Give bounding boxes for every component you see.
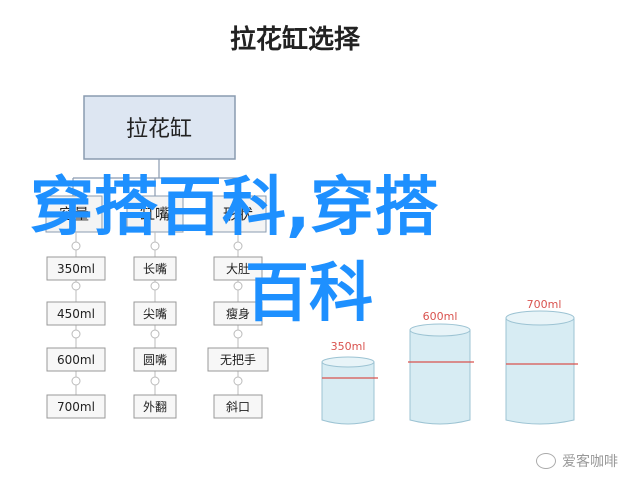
- item-capacity-4: 700ml: [57, 400, 95, 414]
- diagram-title: 拉花缸选择: [230, 24, 361, 55]
- item-spout-2: 尖嘴: [143, 307, 167, 321]
- item-capacity-3: 600ml: [57, 353, 95, 367]
- wechat-icon: [536, 453, 556, 469]
- category-box-shape: [209, 195, 267, 233]
- root-label: 拉花缸: [126, 117, 192, 142]
- cup-label-350: 350ml: [331, 340, 366, 353]
- category-label-capacity: 容量: [59, 205, 89, 223]
- category-box-spout: [126, 195, 184, 233]
- item-spout-3: 圆嘴: [143, 353, 167, 367]
- category-label-shape: 形状: [223, 205, 253, 223]
- item-shape-2: 瘦身: [226, 306, 250, 321]
- item-capacity-1: 350ml: [57, 262, 95, 276]
- cup-600: [408, 323, 474, 425]
- item-boxes: [46, 256, 269, 419]
- cup-700: [505, 310, 578, 425]
- category-label-spout: 缸嘴: [140, 205, 170, 223]
- cup-label-600: 600ml: [423, 310, 458, 323]
- item-spout-1: 长嘴: [143, 262, 167, 276]
- category-box-capacity: [45, 195, 103, 233]
- cup-label-700: 700ml: [527, 298, 562, 311]
- source-watermark: 爱客咖啡: [536, 451, 618, 471]
- item-shape-4: 斜口: [226, 400, 250, 414]
- item-capacity-2: 450ml: [57, 307, 95, 321]
- root-connectors: [72, 159, 239, 196]
- item-spout-4: 外翻: [143, 400, 167, 414]
- connector-dots: [71, 241, 243, 386]
- watermark-text: 爱客咖啡: [562, 454, 618, 470]
- cup-350: [321, 356, 378, 425]
- root-box: [83, 95, 236, 160]
- item-shape-1: 大肚: [226, 261, 250, 276]
- item-shape-3: 无把手: [220, 353, 256, 367]
